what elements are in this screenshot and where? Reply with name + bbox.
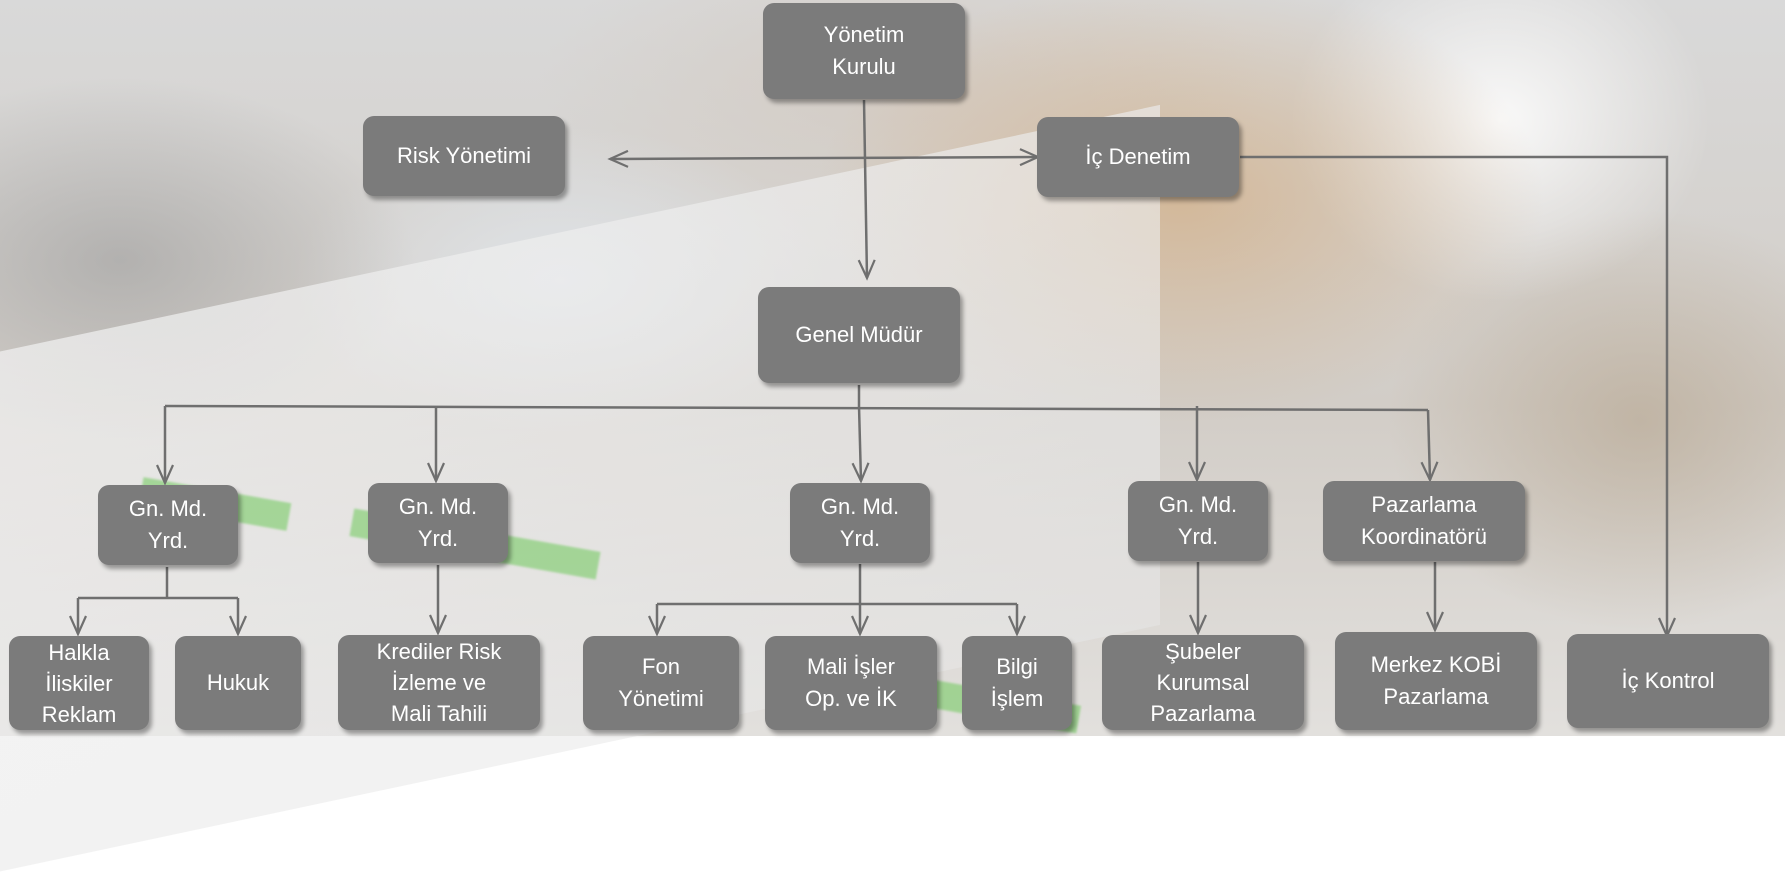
- node-marketing-coordinator: Pazarlama Koordinatörü: [1323, 481, 1525, 561]
- node-it: Bilgi İşlem: [962, 636, 1072, 730]
- node-credit-risk-monitoring: Krediler Risk İzleme ve Mali Tahili: [338, 635, 540, 730]
- node-deputy-gm-3: Gn. Md. Yrd.: [790, 483, 930, 563]
- node-deputy-gm-2: Gn. Md. Yrd.: [368, 483, 508, 563]
- node-public-relations: Halkla İliskiler Reklam: [9, 636, 149, 730]
- node-legal: Hukuk: [175, 636, 301, 730]
- node-board: Yönetim Kurulu: [763, 3, 965, 99]
- connector-lines: [68, 99, 1677, 639]
- node-risk-management: Risk Yönetimi: [363, 116, 565, 196]
- node-fund-management: Fon Yönetimi: [583, 636, 739, 730]
- node-internal-audit: İç Denetim: [1037, 117, 1239, 197]
- connector-risk-audit: [607, 148, 1041, 168]
- node-deputy-gm-1: Gn. Md. Yrd.: [98, 485, 238, 565]
- node-deputy-gm-4: Gn. Md. Yrd.: [1128, 481, 1268, 561]
- node-internal-control: İç Kontrol: [1567, 634, 1769, 728]
- node-branches-corporate-marketing: Şubeler Kurumsal Pazarlama: [1102, 635, 1304, 730]
- connector-gm-bus: [164, 404, 1429, 412]
- connector-to-agm3: [851, 405, 870, 484]
- node-finance-hr: Mali İşler Op. ve İK: [765, 636, 937, 730]
- node-general-manager: Genel Müdür: [758, 287, 960, 383]
- node-sme-marketing: Merkez KOBİ Pazarlama: [1335, 632, 1537, 730]
- connector-audit-to-control: [1240, 155, 1677, 639]
- connector-board-to-gm: [857, 99, 876, 281]
- connector-to-marketing: [1420, 409, 1439, 483]
